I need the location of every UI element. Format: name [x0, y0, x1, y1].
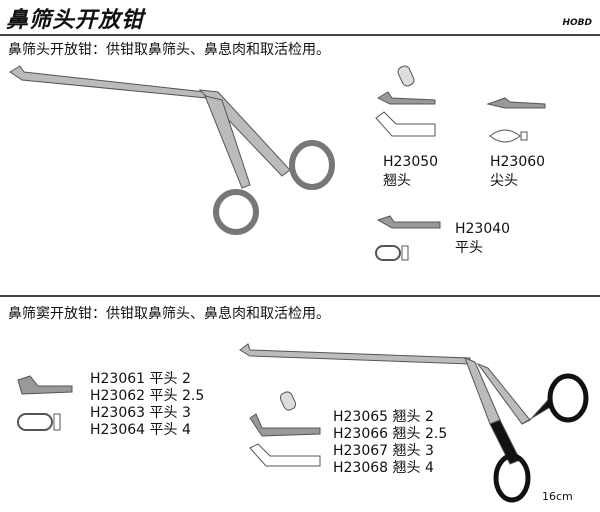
tip-icons-top: [375, 65, 546, 261]
tip-icons-bottom: [17, 375, 321, 467]
flat-item-list: H23061 平头 2 H23062 平头 2.5 H23063 平头 3 H2…: [90, 371, 204, 439]
item-type: 尖头: [490, 173, 518, 189]
item-code: H23060: [490, 154, 546, 170]
forceps-illustration-bottom: [239, 343, 589, 503]
upturned-item-list: H23065 翘头 2 H23066 翘头 2.5 H23067 翘头 3 H2…: [333, 409, 447, 477]
list-item: H23064 平头 4: [90, 422, 191, 438]
item-type: 平头: [455, 240, 483, 256]
divider: [0, 295, 600, 297]
list-item: H23061 平头 2: [90, 371, 191, 387]
catalog-code: HOBD: [562, 18, 592, 28]
list-item: H23068 翘头 4: [333, 460, 434, 476]
list-item: H23066 翘头 2.5: [333, 426, 448, 442]
list-item: H23065 翘头 2: [333, 409, 434, 425]
item-type: 翘头: [383, 173, 411, 189]
list-item: H23063 平头 3: [90, 405, 191, 421]
page-title: 鼻筛头开放钳: [6, 8, 145, 33]
forceps-illustration-top: [9, 65, 335, 235]
list-item: H23067 翘头 3: [333, 443, 434, 459]
section1-description: 鼻筛头开放钳：供钳取鼻筛头、鼻息肉和取活检用。: [8, 42, 330, 58]
item-code: H23040: [455, 221, 511, 237]
list-item: H23062 平头 2.5: [90, 388, 205, 404]
section2-description: 鼻筛窦开放钳：供钳取鼻筛头、鼻息肉和取活检用。: [8, 306, 330, 322]
length-label: 16cm: [542, 490, 573, 503]
item-code: H23050: [383, 154, 439, 170]
divider: [0, 34, 600, 36]
